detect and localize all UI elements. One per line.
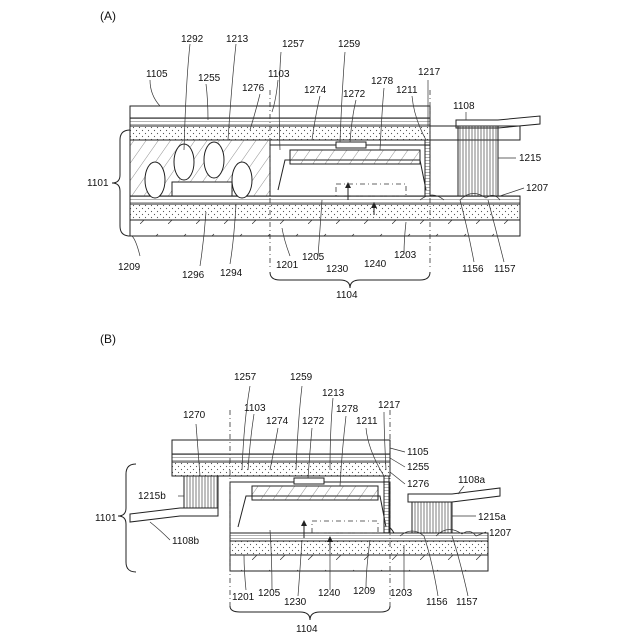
b-label-1211: 1211 <box>356 416 378 427</box>
b-sealant-1211 <box>384 476 389 533</box>
b-label-1259: 1259 <box>290 372 313 383</box>
a-bracket-1104 <box>270 272 430 288</box>
a-layer-1207 <box>130 196 520 204</box>
a-label-1296: 1296 <box>182 270 205 281</box>
b-fpc-1108b <box>130 508 218 522</box>
a-label-1209: 1209 <box>118 262 141 273</box>
a-label-1257: 1257 <box>282 39 305 50</box>
b-layer-1255 <box>172 454 390 462</box>
a-layer-1276-top <box>130 126 430 140</box>
b-label-1255: 1255 <box>407 462 430 473</box>
a-sealant-1211 <box>425 140 430 196</box>
a-structure-1294 <box>172 182 232 196</box>
b-label-1213: 1213 <box>322 388 345 399</box>
b-label-1156: 1156 <box>426 597 448 608</box>
b-label-1270: 1270 <box>183 410 206 421</box>
b-label-1278: 1278 <box>336 404 359 415</box>
a-label-1274: 1274 <box>304 85 327 96</box>
a-label-1103: 1103 <box>268 69 290 80</box>
a-label-1215: 1215 <box>519 153 542 164</box>
a-label-1240: 1240 <box>364 259 387 270</box>
b-label-1101: 1101 <box>95 513 117 524</box>
b-top-substrate-1105 <box>172 440 390 454</box>
a-label-1104: 1104 <box>336 290 358 301</box>
b-fpc-1108a <box>408 488 500 502</box>
b-label-1215a: 1215a <box>478 512 506 523</box>
b-label-1230: 1230 <box>284 597 307 608</box>
a-top-substrate-1105 <box>130 106 430 118</box>
b-substrate-1201 <box>230 555 488 571</box>
b-label-1240: 1240 <box>318 588 341 599</box>
a-substrate-1201 <box>130 220 520 236</box>
b-label-1209: 1209 <box>353 586 376 597</box>
b-label-1217: 1217 <box>378 400 401 411</box>
a-layer-1278 <box>290 150 420 164</box>
a-label-1205: 1205 <box>302 252 325 263</box>
b-connector-1215a <box>412 502 452 533</box>
b-label-1103: 1103 <box>244 403 266 414</box>
a-spacer-ellipse-3 <box>204 142 224 178</box>
b-coloring-1272 <box>294 478 324 484</box>
a-label-1276: 1276 <box>242 83 265 94</box>
panel-b-title: (B) <box>100 332 116 346</box>
b-label-1276: 1276 <box>407 479 430 490</box>
b-connector-1215b <box>184 476 218 508</box>
a-label-1108: 1108 <box>453 101 475 112</box>
a-label-1157: 1157 <box>494 264 516 275</box>
b-bracket-1101 <box>118 464 136 572</box>
a-label-1230: 1230 <box>326 264 349 275</box>
b-label-1272: 1272 <box>302 416 325 427</box>
b-label-1274: 1274 <box>266 416 289 427</box>
b-layer-1207 <box>230 533 488 541</box>
b-label-1105: 1105 <box>407 447 429 458</box>
a-label-1292: 1292 <box>181 34 204 45</box>
b-label-1108b: 1108b <box>172 536 200 547</box>
a-label-1201: 1201 <box>276 260 299 271</box>
b-label-1257: 1257 <box>234 372 257 383</box>
a-label-1272: 1272 <box>343 89 366 100</box>
b-label-1203: 1203 <box>390 588 413 599</box>
b-layer-1276-top <box>172 462 390 476</box>
a-label-1259: 1259 <box>338 39 361 50</box>
b-layer-1278 <box>252 486 378 500</box>
a-label-1255: 1255 <box>198 73 221 84</box>
a-label-1278: 1278 <box>371 76 394 87</box>
b-bracket-1104 <box>230 606 390 620</box>
a-coloring-1272 <box>336 142 366 148</box>
a-label-1217: 1217 <box>418 67 441 78</box>
b-label-1104: 1104 <box>296 624 318 635</box>
panel-a: (A) <box>87 9 549 301</box>
a-label-1203: 1203 <box>394 250 417 261</box>
a-bracket-1101 <box>112 130 130 236</box>
a-spacer-ellipse-1 <box>145 162 165 198</box>
a-label-1207: 1207 <box>526 183 549 194</box>
b-label-1215b: 1215b <box>138 491 166 502</box>
b-label-1207: 1207 <box>489 528 512 539</box>
a-spacer-ellipse-4 <box>232 162 252 198</box>
a-label-1211: 1211 <box>396 85 418 96</box>
a-label-1105: 1105 <box>146 69 168 80</box>
b-label-1157: 1157 <box>456 597 478 608</box>
b-label-1108a: 1108a <box>458 475 486 486</box>
a-label-1156: 1156 <box>462 264 484 275</box>
panel-a-title: (A) <box>100 9 116 23</box>
a-label-1101: 1101 <box>87 178 109 189</box>
a-connector-1215 <box>458 126 498 196</box>
b-label-1205: 1205 <box>258 588 281 599</box>
a-label-1294: 1294 <box>220 268 243 279</box>
a-label-1213: 1213 <box>226 34 249 45</box>
b-dotted-layer-1209 <box>230 541 488 555</box>
panel-b: (B) <box>95 332 512 635</box>
a-layer-1255 <box>130 118 430 126</box>
b-label-1201: 1201 <box>232 592 255 603</box>
